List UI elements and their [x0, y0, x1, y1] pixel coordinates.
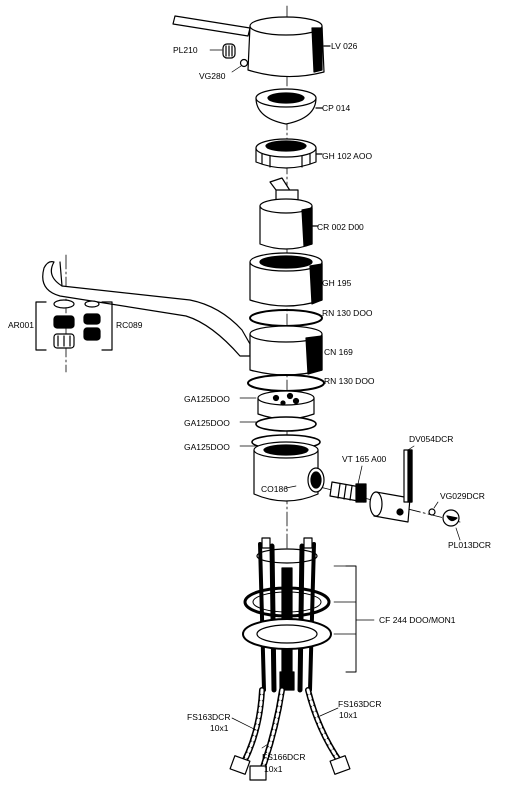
label-ga125-1: GA125DOO [184, 394, 230, 404]
screw-vg280 [231, 58, 249, 73]
label-fs163-right: FS163DCR [338, 699, 381, 709]
label-rn130-upper: RN 130 DOO [322, 308, 373, 318]
label-dv054: DV054DCR [409, 434, 453, 444]
label-fs163-left-size: 10x1 [210, 723, 229, 733]
label-vg280: VG280 [199, 71, 226, 81]
mounting-cf244 [242, 537, 375, 693]
label-co186: CO186 [261, 484, 288, 494]
disc-ga125-1 [239, 390, 315, 420]
oring-rn130-lower [247, 374, 325, 392]
label-gh102: GH 102 AOO [322, 151, 372, 161]
body-gh195 [249, 252, 323, 307]
label-gh195: GH 195 [322, 278, 352, 288]
label-pl210: PL210 [173, 45, 198, 55]
hose-fs163-right [305, 687, 351, 775]
label-ar001: AR001 [8, 320, 34, 330]
label-cp014: CP 014 [322, 103, 350, 113]
label-lv026: LV 026 [331, 41, 358, 51]
handle-dv054 [369, 445, 415, 523]
body-co186 [253, 441, 325, 502]
label-fs163-right-size: 10x1 [339, 710, 358, 720]
spout [42, 261, 323, 376]
valve-vt165 [329, 465, 367, 503]
lever-lv026 [172, 15, 331, 78]
hose-fs163-left [229, 687, 265, 775]
label-vt165: VT 165 A00 [342, 454, 387, 464]
aerator-group [35, 299, 113, 351]
plug-pl013 [442, 509, 461, 541]
label-cr002: CR 002 D00 [317, 222, 364, 232]
nut-gh102 [255, 138, 323, 169]
oring-rn130-upper [249, 309, 323, 327]
label-fs166: FS166DCR [262, 752, 305, 762]
label-pl013: PL013DCR [448, 540, 491, 550]
cartridge-cr002 [259, 177, 319, 250]
disc-ga125-2 [239, 416, 317, 432]
hose-fs166-center [249, 687, 285, 781]
label-ga125-3: GA125DOO [184, 442, 230, 452]
label-fs166-size: 10x1 [264, 764, 283, 774]
screw-vg029 [428, 501, 439, 516]
label-fs163-left: FS163DCR [187, 712, 230, 722]
plug-pl210 [209, 43, 236, 59]
cap-cp014 [255, 88, 323, 125]
label-vg029: VG029DCR [440, 491, 485, 501]
label-ga125-2: GA125DOO [184, 418, 230, 428]
label-cf244: CF 244 DOO/MON1 [379, 615, 456, 625]
part-labels: LV 026 PL210 VG280 CP 014 GH 102 AOO CR … [8, 41, 491, 774]
label-rc089: RC089 [116, 320, 143, 330]
label-rn130-lower: RN 130 DOO [324, 376, 375, 386]
label-cn169: CN 169 [324, 347, 353, 357]
